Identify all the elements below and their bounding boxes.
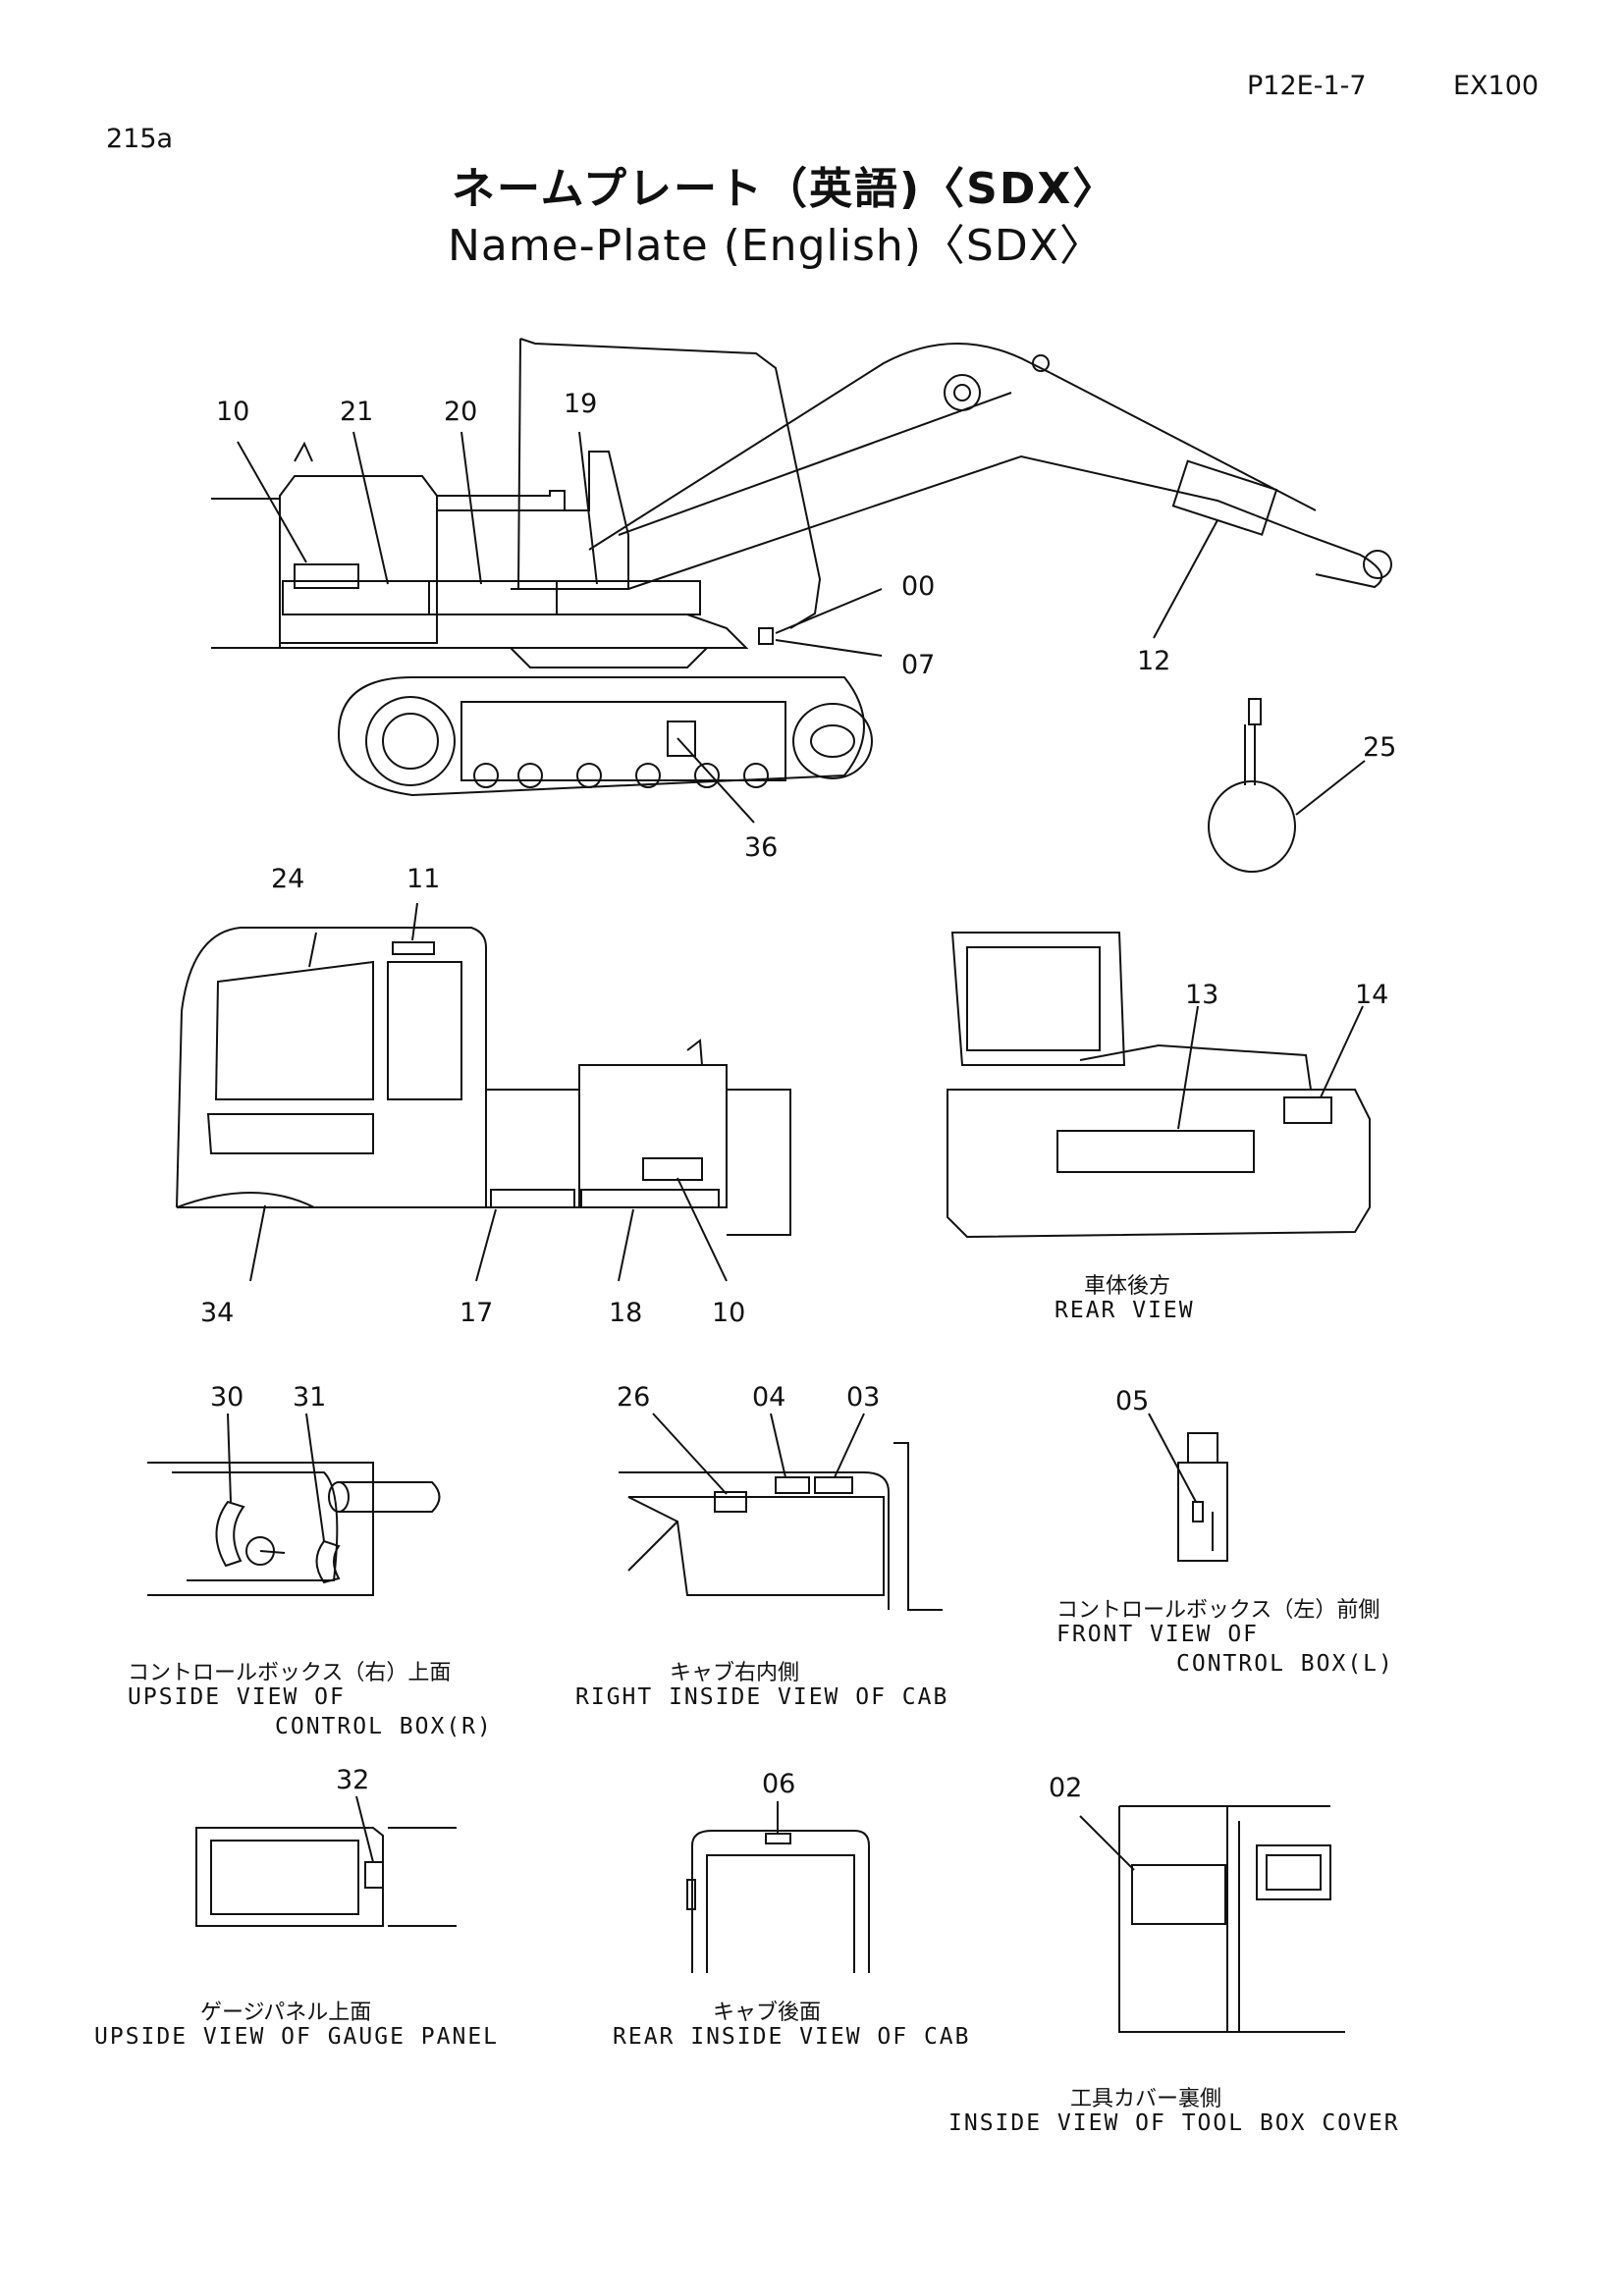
control-box-l-caption-en2: CONTROL BOX(L) bbox=[1176, 1651, 1394, 1677]
callout-10-cab: 10 bbox=[712, 1298, 746, 1328]
callout-02: 02 bbox=[1049, 1773, 1083, 1803]
gauge-panel-caption-en: UPSIDE VIEW OF GAUGE PANEL bbox=[94, 2024, 500, 2050]
cab-rear-inside-caption-en: REAR INSIDE VIEW OF CAB bbox=[613, 2024, 971, 2050]
callout-32: 32 bbox=[336, 1765, 370, 1795]
callout-20: 20 bbox=[444, 397, 478, 427]
callout-07: 07 bbox=[901, 650, 936, 680]
callout-19: 19 bbox=[564, 389, 598, 419]
callout-10-main: 10 bbox=[216, 397, 250, 427]
round-plate-drawing bbox=[1209, 699, 1365, 872]
callout-12: 12 bbox=[1137, 646, 1171, 676]
model-code: EX100 bbox=[1453, 71, 1540, 101]
cab-rear-inside-caption-jp: キャブ後面 bbox=[713, 2001, 822, 2025]
callout-25: 25 bbox=[1363, 732, 1397, 763]
callout-30: 30 bbox=[210, 1382, 244, 1413]
cab-right-inside-drawing bbox=[619, 1414, 943, 1610]
callout-03: 03 bbox=[846, 1382, 881, 1413]
excavator-side-drawing bbox=[211, 339, 1391, 823]
cab-rear-inside-drawing bbox=[687, 1801, 869, 1973]
callout-13: 13 bbox=[1185, 980, 1219, 1010]
callout-00: 00 bbox=[901, 571, 936, 602]
control-box-r-caption-en2: CONTROL BOX(R) bbox=[275, 1714, 493, 1739]
rear-view-drawing bbox=[947, 933, 1370, 1237]
tool-box-cover-drawing bbox=[1080, 1806, 1345, 2032]
cab-right-inside-caption-jp: キャブ右内側 bbox=[670, 1661, 800, 1685]
callout-21: 21 bbox=[340, 397, 374, 427]
callout-34: 34 bbox=[200, 1298, 235, 1328]
control-box-right-drawing bbox=[147, 1414, 440, 1595]
title-english: Name-Plate (English)〈SDX〉 bbox=[448, 221, 1104, 271]
gauge-panel-drawing bbox=[196, 1796, 457, 1926]
sheet-number: 215a bbox=[106, 124, 174, 154]
control-box-l-caption-jp: コントロールボックス（左）前側 bbox=[1056, 1598, 1380, 1623]
rear-view-caption-en: REAR VIEW bbox=[1055, 1298, 1195, 1323]
rear-view-caption-jp: 車体後方 bbox=[1084, 1274, 1171, 1299]
callout-06: 06 bbox=[762, 1769, 796, 1799]
callout-11: 11 bbox=[406, 864, 441, 894]
control-box-r-caption-jp: コントロールボックス（右）上面 bbox=[128, 1661, 452, 1685]
page-code: P12E-1-7 bbox=[1247, 71, 1367, 101]
callout-05: 05 bbox=[1115, 1386, 1150, 1416]
callout-31: 31 bbox=[293, 1382, 327, 1413]
callout-36: 36 bbox=[744, 832, 779, 863]
control-box-r-caption-en1: UPSIDE VIEW OF bbox=[128, 1684, 346, 1710]
tool-box-cover-caption-jp: 工具カバー裏側 bbox=[1070, 2087, 1222, 2111]
callout-04: 04 bbox=[752, 1382, 786, 1413]
callout-24: 24 bbox=[271, 864, 305, 894]
control-box-l-caption-en1: FRONT VIEW OF bbox=[1056, 1622, 1260, 1647]
callout-14: 14 bbox=[1355, 980, 1389, 1010]
title-japanese: ネームプレート（英語)〈SDX〉 bbox=[452, 164, 1118, 214]
tool-box-cover-caption-en: INSIDE VIEW OF TOOL BOX COVER bbox=[948, 2110, 1400, 2136]
gauge-panel-caption-jp: ゲージパネル上面 bbox=[200, 2001, 372, 2025]
cab-side-drawing bbox=[177, 903, 790, 1281]
callout-17: 17 bbox=[460, 1298, 494, 1328]
cab-right-inside-caption-en: RIGHT INSIDE VIEW OF CAB bbox=[575, 1684, 949, 1710]
callout-26: 26 bbox=[617, 1382, 651, 1413]
callout-18: 18 bbox=[609, 1298, 643, 1328]
control-box-left-drawing bbox=[1149, 1414, 1227, 1561]
